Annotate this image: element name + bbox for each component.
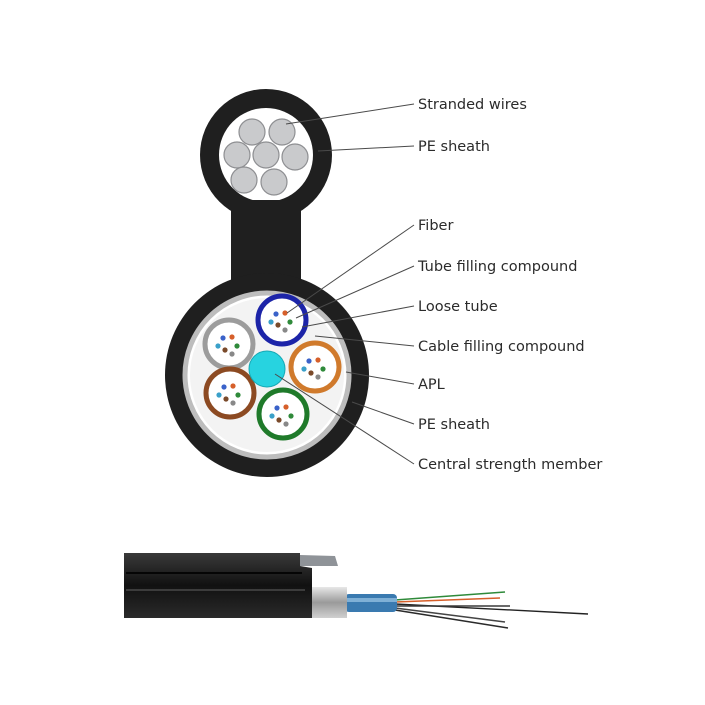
cable-side-view [124,553,589,629]
fiber-strand [394,607,506,623]
loose-tube-brown [203,366,257,420]
leader-tube-filling [295,265,415,319]
label-central-strength-member: Central strength member [418,457,602,473]
label-apl: APL [418,377,445,393]
label-pe-sheath-bottom: PE sheath [418,417,490,433]
leader-lines [274,103,415,465]
cable-cross-section [165,89,369,477]
wire [260,168,288,196]
labels: Stranded wires PE sheath Fiber Tube fill… [417,97,602,473]
leader-central-member [274,373,415,465]
wire [230,166,258,194]
fiber-strand [394,597,501,603]
leader-apl [345,371,415,385]
central-strength-member [248,350,286,388]
loose-tube-green [256,387,310,441]
leader-cable-filling [314,335,415,347]
loose-tube-side-stripe [345,598,397,602]
loose-tube-blue [255,293,309,347]
loose-tube-gray [202,317,256,371]
wire [238,118,266,146]
fiber-strand [394,591,506,601]
label-pe-sheath-top: PE sheath [418,139,490,155]
sheath-neck [231,200,301,280]
label-tube-filling-compound: Tube filling compound [417,259,577,275]
leader-pe-sheath-bottom [351,401,415,425]
label-loose-tube: Loose tube [418,299,498,315]
label-cable-filling-compound: Cable filling compound [418,339,585,355]
wire [223,141,251,169]
fiber-strand [394,609,509,629]
label-stranded-wires: Stranded wires [418,97,527,113]
label-fiber: Fiber [418,218,453,234]
stranded-wires [223,118,309,196]
leader-fiber [286,224,415,314]
leader-pe-sheath-top [317,145,415,152]
wire [281,143,309,171]
outer-jacket-side [124,553,312,618]
wire [252,141,280,169]
loose-tube-side [345,594,397,612]
loose-tube-orange [288,340,342,394]
fibers [394,591,589,629]
wire [268,118,296,146]
messenger-wire-side [300,555,338,566]
leader-stranded-wires [285,103,415,125]
leader-loose-tube [301,305,415,328]
